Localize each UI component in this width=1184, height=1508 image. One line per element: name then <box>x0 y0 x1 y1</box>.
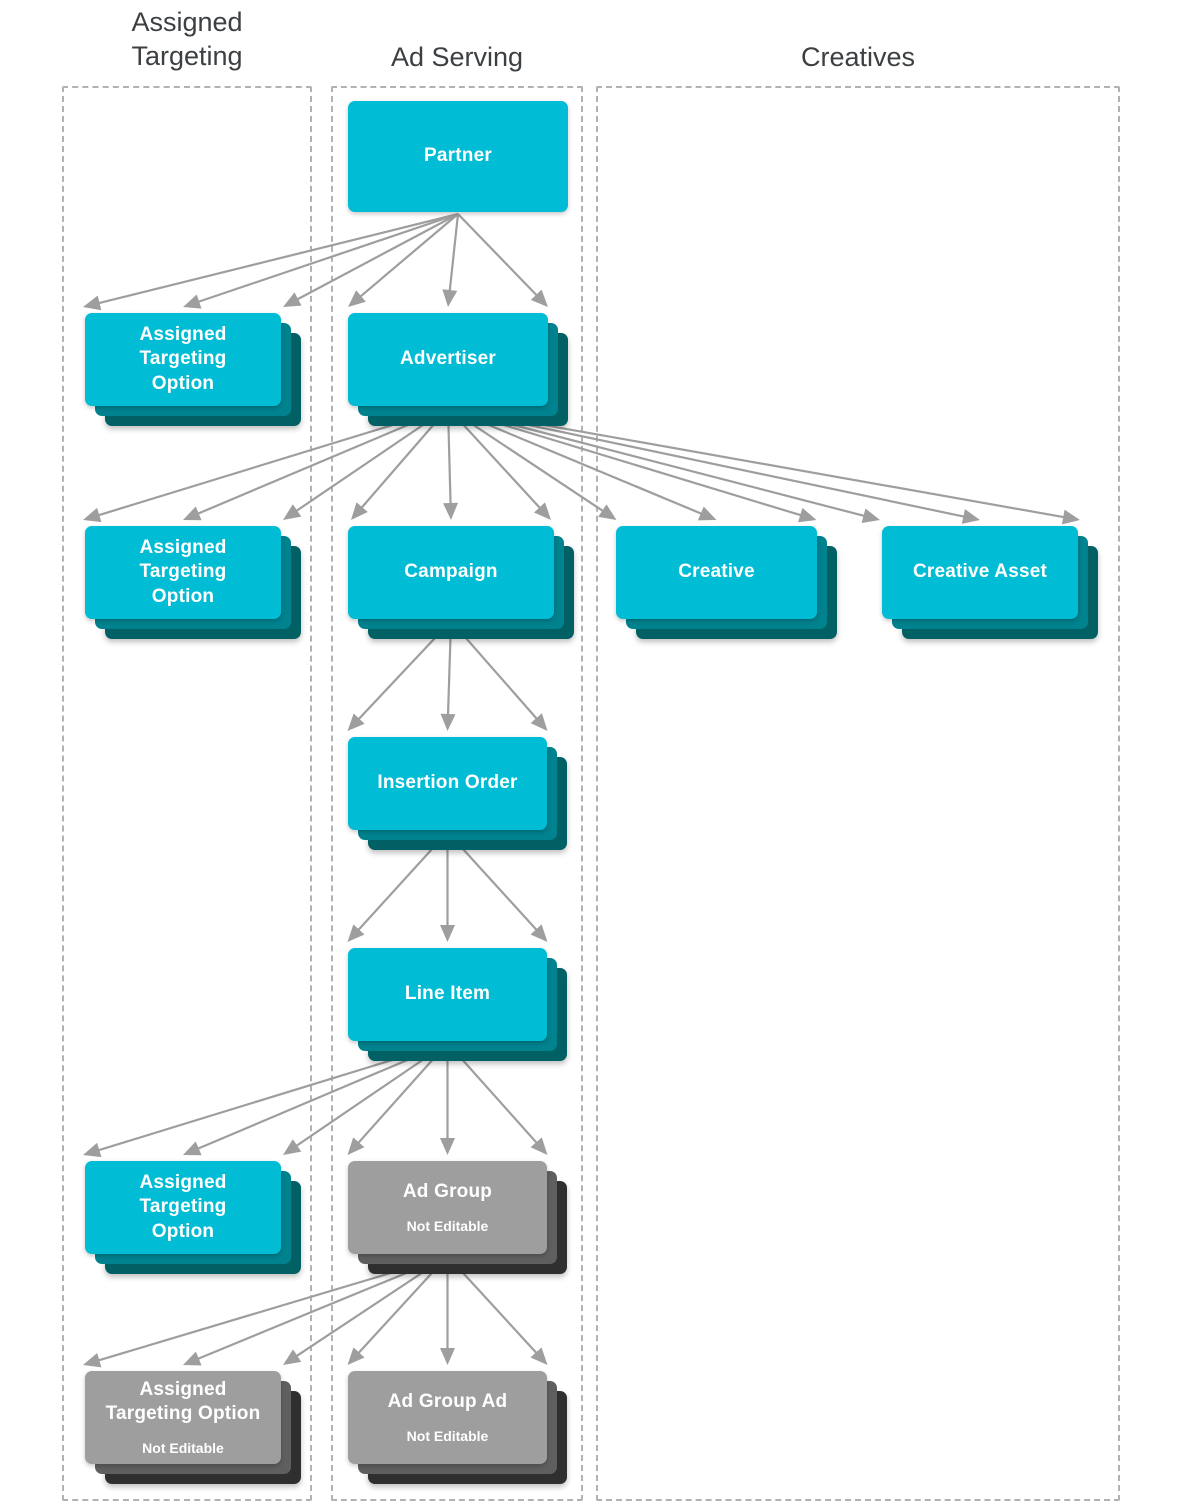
node-card[interactable]: Insertion Order <box>348 737 547 830</box>
node-card[interactable]: Ad Group Ad Not Editable <box>348 1371 547 1464</box>
node-title: Ad Group <box>402 1180 493 1202</box>
node-title: Creative Asset <box>912 561 1048 583</box>
node-creative[interactable]: Creative <box>616 526 837 639</box>
node-title: Creative <box>678 561 755 583</box>
node-title: Assigned Targeting Option <box>139 537 227 607</box>
node-creative-asset[interactable]: Creative Asset <box>882 526 1098 639</box>
node-title: Assigned Targeting Option <box>139 324 227 394</box>
node-partner[interactable]: Partner <box>348 101 568 212</box>
node-card[interactable]: Assigned Targeting Option <box>85 313 281 406</box>
node-card[interactable]: Creative Asset <box>882 526 1078 619</box>
node-card[interactable]: Partner <box>348 101 568 212</box>
node-ad-group-ad[interactable]: Ad Group Ad Not Editable <box>348 1371 567 1484</box>
node-title: Assigned Targeting Option <box>139 1172 227 1242</box>
column-header-creatives: Creatives <box>800 42 916 72</box>
node-ato-2[interactable]: Assigned Targeting Option <box>85 526 301 639</box>
node-ato-3[interactable]: Assigned Targeting Option <box>85 1161 301 1274</box>
node-campaign[interactable]: Campaign <box>348 526 574 639</box>
node-card[interactable]: Line Item <box>348 948 547 1041</box>
node-title: Line Item <box>404 983 491 1005</box>
node-title: Ad Group Ad <box>387 1390 508 1412</box>
node-card[interactable]: Campaign <box>348 526 554 619</box>
node-subtitle-not-editable: Not Editable <box>406 1218 489 1235</box>
lane-assigned-targeting <box>62 86 312 1501</box>
node-title: Insertion Order <box>377 772 518 794</box>
node-subtitle-not-editable: Not Editable <box>406 1428 489 1445</box>
node-title: Assigned Targeting Option <box>105 1378 261 1425</box>
lane-ad-serving <box>331 86 583 1501</box>
node-card[interactable]: Assigned Targeting Option <box>85 1161 281 1254</box>
column-header-ad-serving: Ad Serving <box>390 42 524 72</box>
node-card[interactable]: Creative <box>616 526 817 619</box>
lane-creatives <box>596 86 1120 1501</box>
node-ato-1[interactable]: Assigned Targeting Option <box>85 313 301 426</box>
node-title: Advertiser <box>400 348 496 370</box>
node-line-item[interactable]: Line Item <box>348 948 567 1061</box>
node-card[interactable]: Advertiser <box>348 313 548 406</box>
node-advertiser[interactable]: Advertiser <box>348 313 568 426</box>
node-title: Campaign <box>404 561 498 583</box>
node-subtitle-not-editable: Not Editable <box>142 1440 224 1457</box>
node-card[interactable]: Assigned Targeting Option <box>85 526 281 619</box>
node-title: Partner <box>424 145 492 167</box>
node-insertion-order[interactable]: Insertion Order <box>348 737 567 850</box>
column-header-assigned-targeting: Assigned Targeting <box>131 7 243 71</box>
